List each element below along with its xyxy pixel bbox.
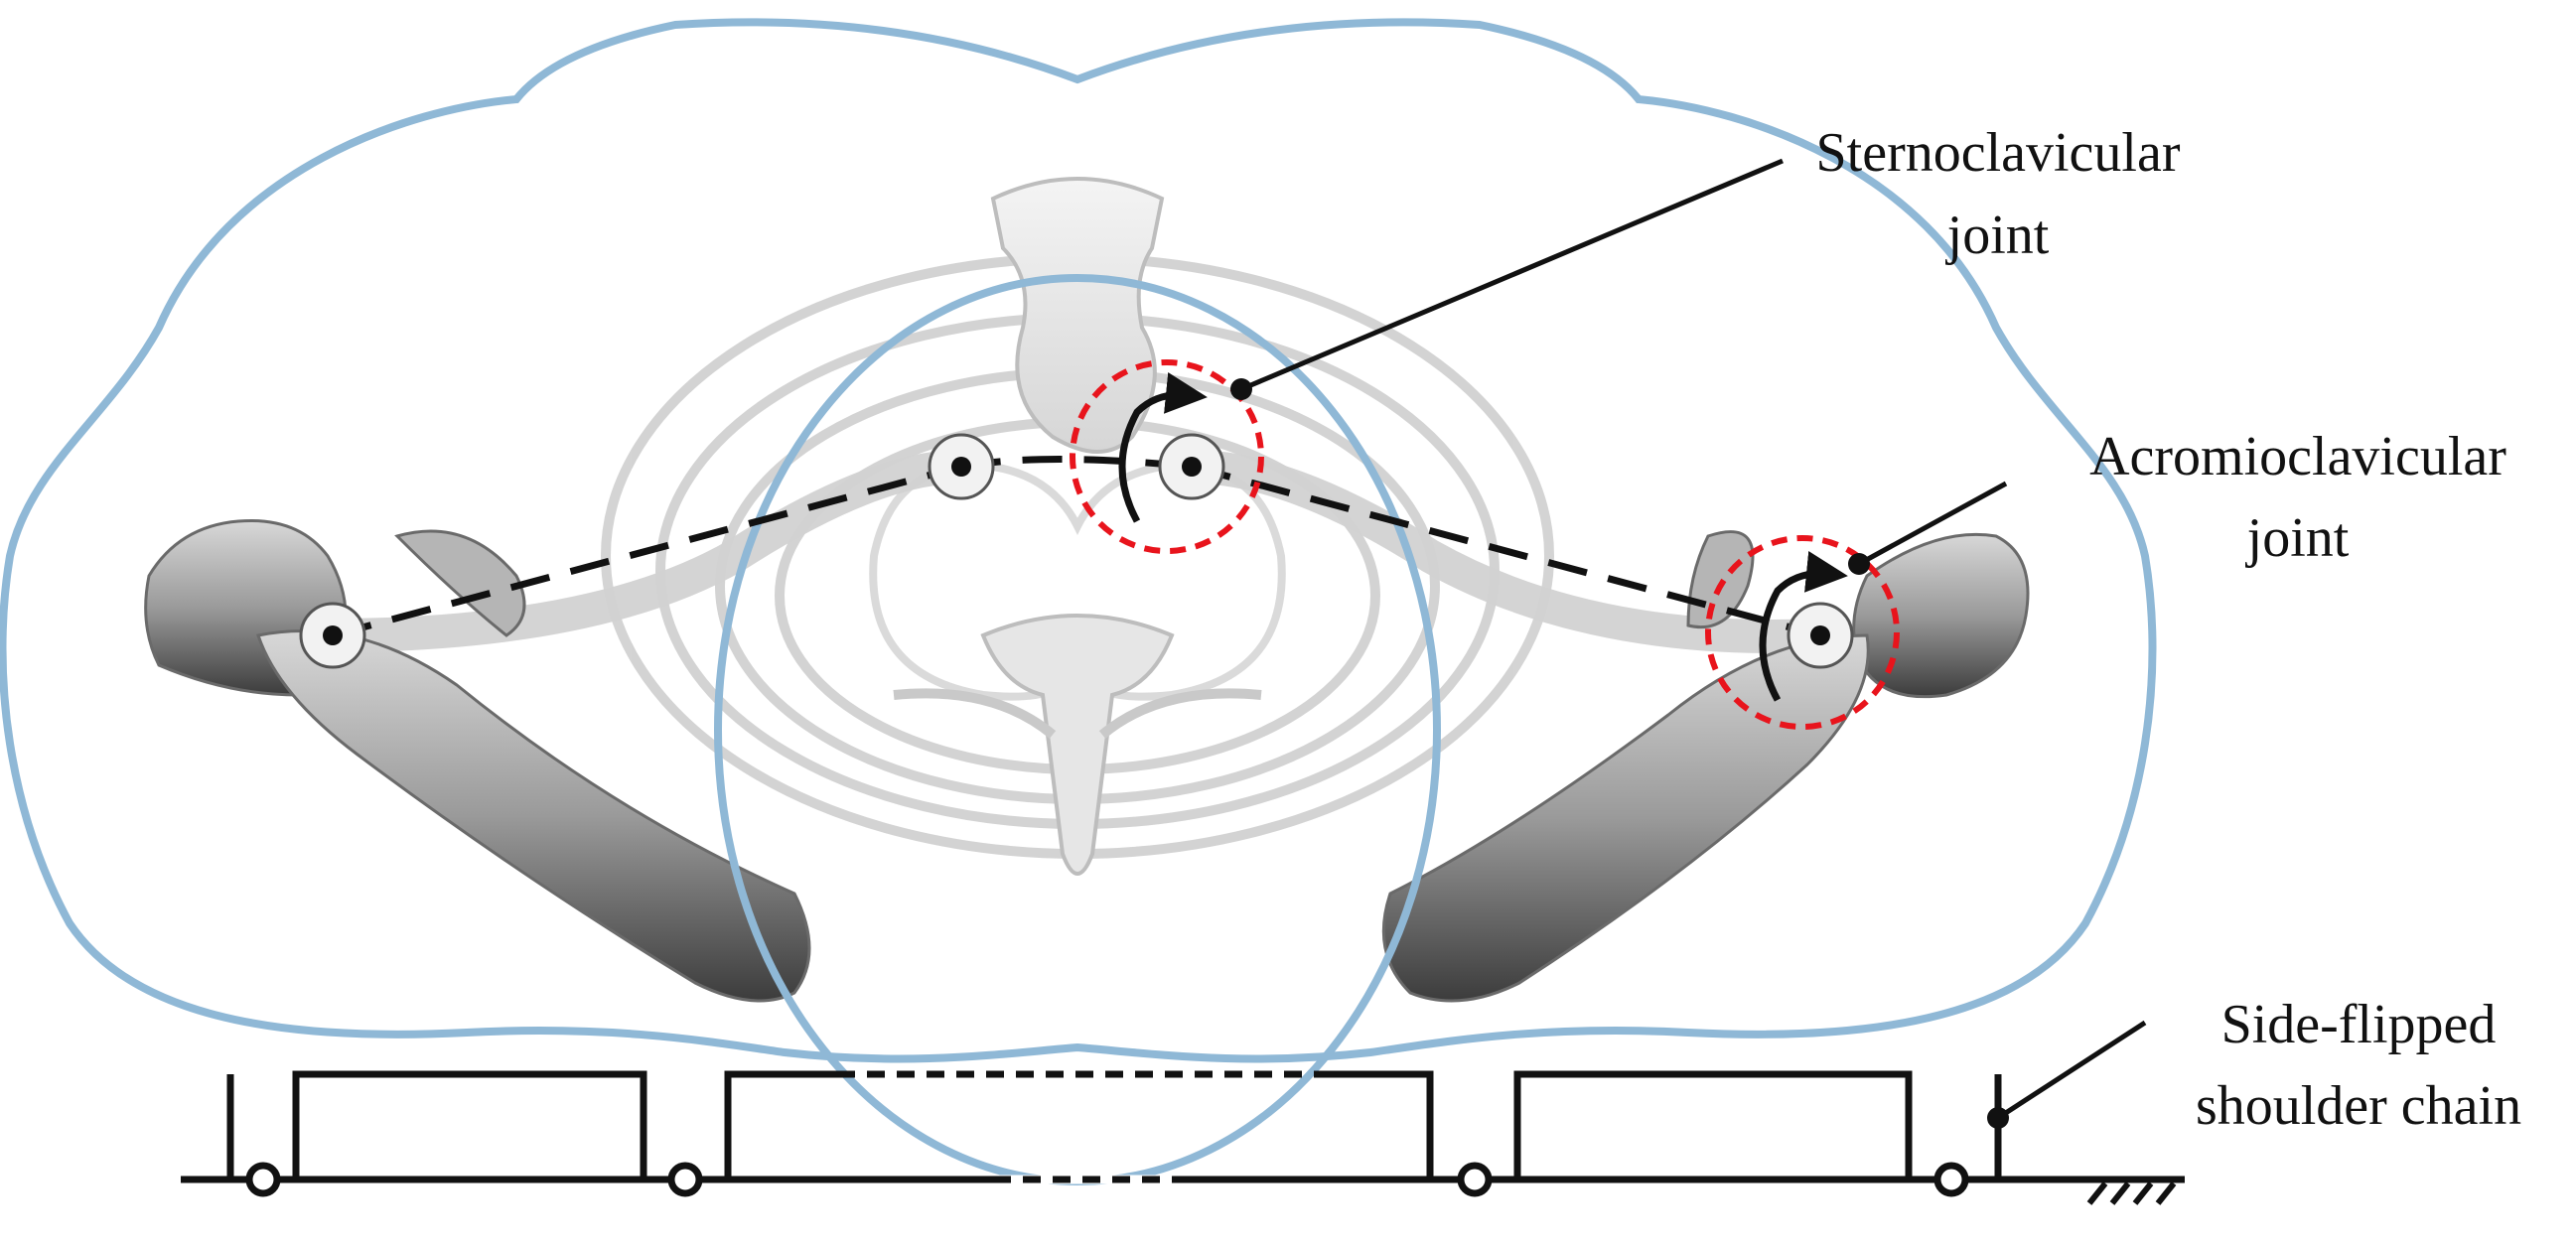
- right-scapula: [1381, 530, 2030, 1003]
- sternoclavicular-label-line2: joint: [1945, 205, 2050, 266]
- rotation-arrow-icon: [1118, 372, 1208, 523]
- chain-label-line1: Side-flipped: [2221, 994, 2497, 1055]
- right-sc-joint: [1158, 433, 1225, 500]
- left-scapula: [144, 518, 811, 1003]
- callout-dot: [1848, 553, 1870, 575]
- sternoclavicular-highlight: [1070, 359, 1264, 554]
- sternum: [990, 177, 1165, 454]
- left-ac-joint: [299, 602, 366, 669]
- clavicles: [311, 450, 1834, 653]
- chain-link-3: [1513, 1070, 1913, 1179]
- acromioclavicular-label-line2: joint: [2245, 507, 2350, 569]
- vertebra: [893, 614, 1262, 876]
- chain-link-1: [292, 1070, 647, 1179]
- joint-markers: [299, 433, 1854, 669]
- left-sc-joint: [928, 433, 995, 500]
- right-ac-joint: [1787, 602, 1854, 669]
- rotation-arrow-icon: [1759, 551, 1848, 702]
- chain-link-2-side: [1321, 1070, 1434, 1179]
- chain-label-line2: shoulder chain: [2196, 1075, 2521, 1137]
- torso-outline: [0, 18, 2157, 1063]
- chain-link-2-side: [724, 1070, 837, 1179]
- acromioclavicular-label-line1: Acromioclavicular: [2089, 426, 2506, 487]
- sternoclavicular-label-line1: Sternoclavicular: [1816, 122, 2181, 184]
- revolute-joint-icon: [245, 1162, 1969, 1197]
- shoulder-chain-schematic: [181, 1070, 2185, 1205]
- ground-hatch-icon: [2031, 1177, 2185, 1205]
- acromioclavicular-highlight: [1705, 535, 1900, 730]
- callout-dot: [1230, 378, 1252, 400]
- callout-leaders: [1240, 158, 2147, 1121]
